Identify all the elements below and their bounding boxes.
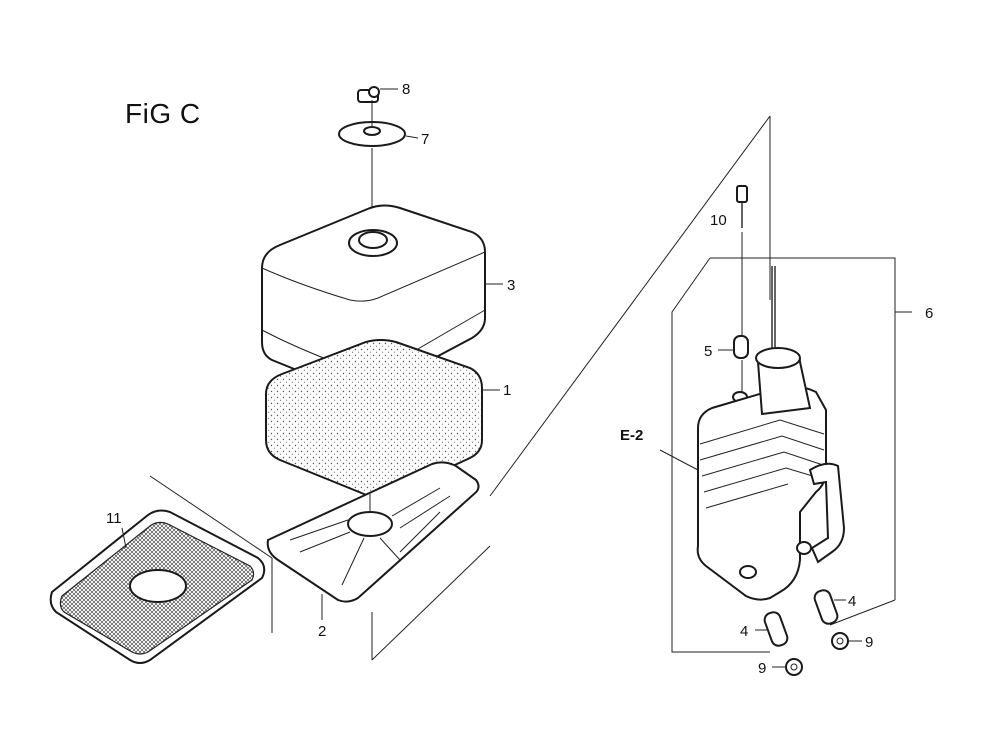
part-9-nut-right [831, 632, 862, 650]
part-9-nut-left [772, 658, 803, 676]
callout-11: 11 [106, 510, 122, 527]
callout-e2: E-2 [620, 427, 643, 444]
callout-5: 5 [704, 343, 712, 360]
callout-2: 2 [318, 623, 326, 640]
callout-6: 6 [925, 305, 933, 322]
callout-4-right: 4 [848, 593, 856, 610]
part-7-cap-nut [338, 100, 419, 147]
callout-1: 1 [503, 382, 511, 399]
part-11-precleaner [49, 509, 266, 664]
part-5-bushing [718, 335, 749, 403]
part-10-stud-bolt [736, 185, 748, 340]
callout-4-left: 4 [740, 623, 748, 640]
callout-8: 8 [402, 81, 410, 98]
figure-title: FiG C [125, 98, 201, 129]
part-1-foam-element [265, 339, 500, 498]
callout-3: 3 [507, 277, 515, 294]
group-boundary-right [671, 257, 912, 653]
callout-9-right: 9 [865, 634, 873, 651]
callout-7: 7 [421, 131, 429, 148]
part-6-case [659, 347, 846, 601]
part-3-cover [261, 204, 503, 394]
part-2-gasket-grid [266, 461, 480, 620]
group-boundary-left [149, 115, 771, 661]
part-8-bolt [357, 86, 398, 103]
part-4-tube-left [755, 611, 789, 647]
part-4-tube-right [813, 589, 846, 625]
long-stud [771, 266, 776, 350]
callout-10: 10 [710, 212, 727, 229]
callout-9-left: 9 [758, 660, 766, 677]
